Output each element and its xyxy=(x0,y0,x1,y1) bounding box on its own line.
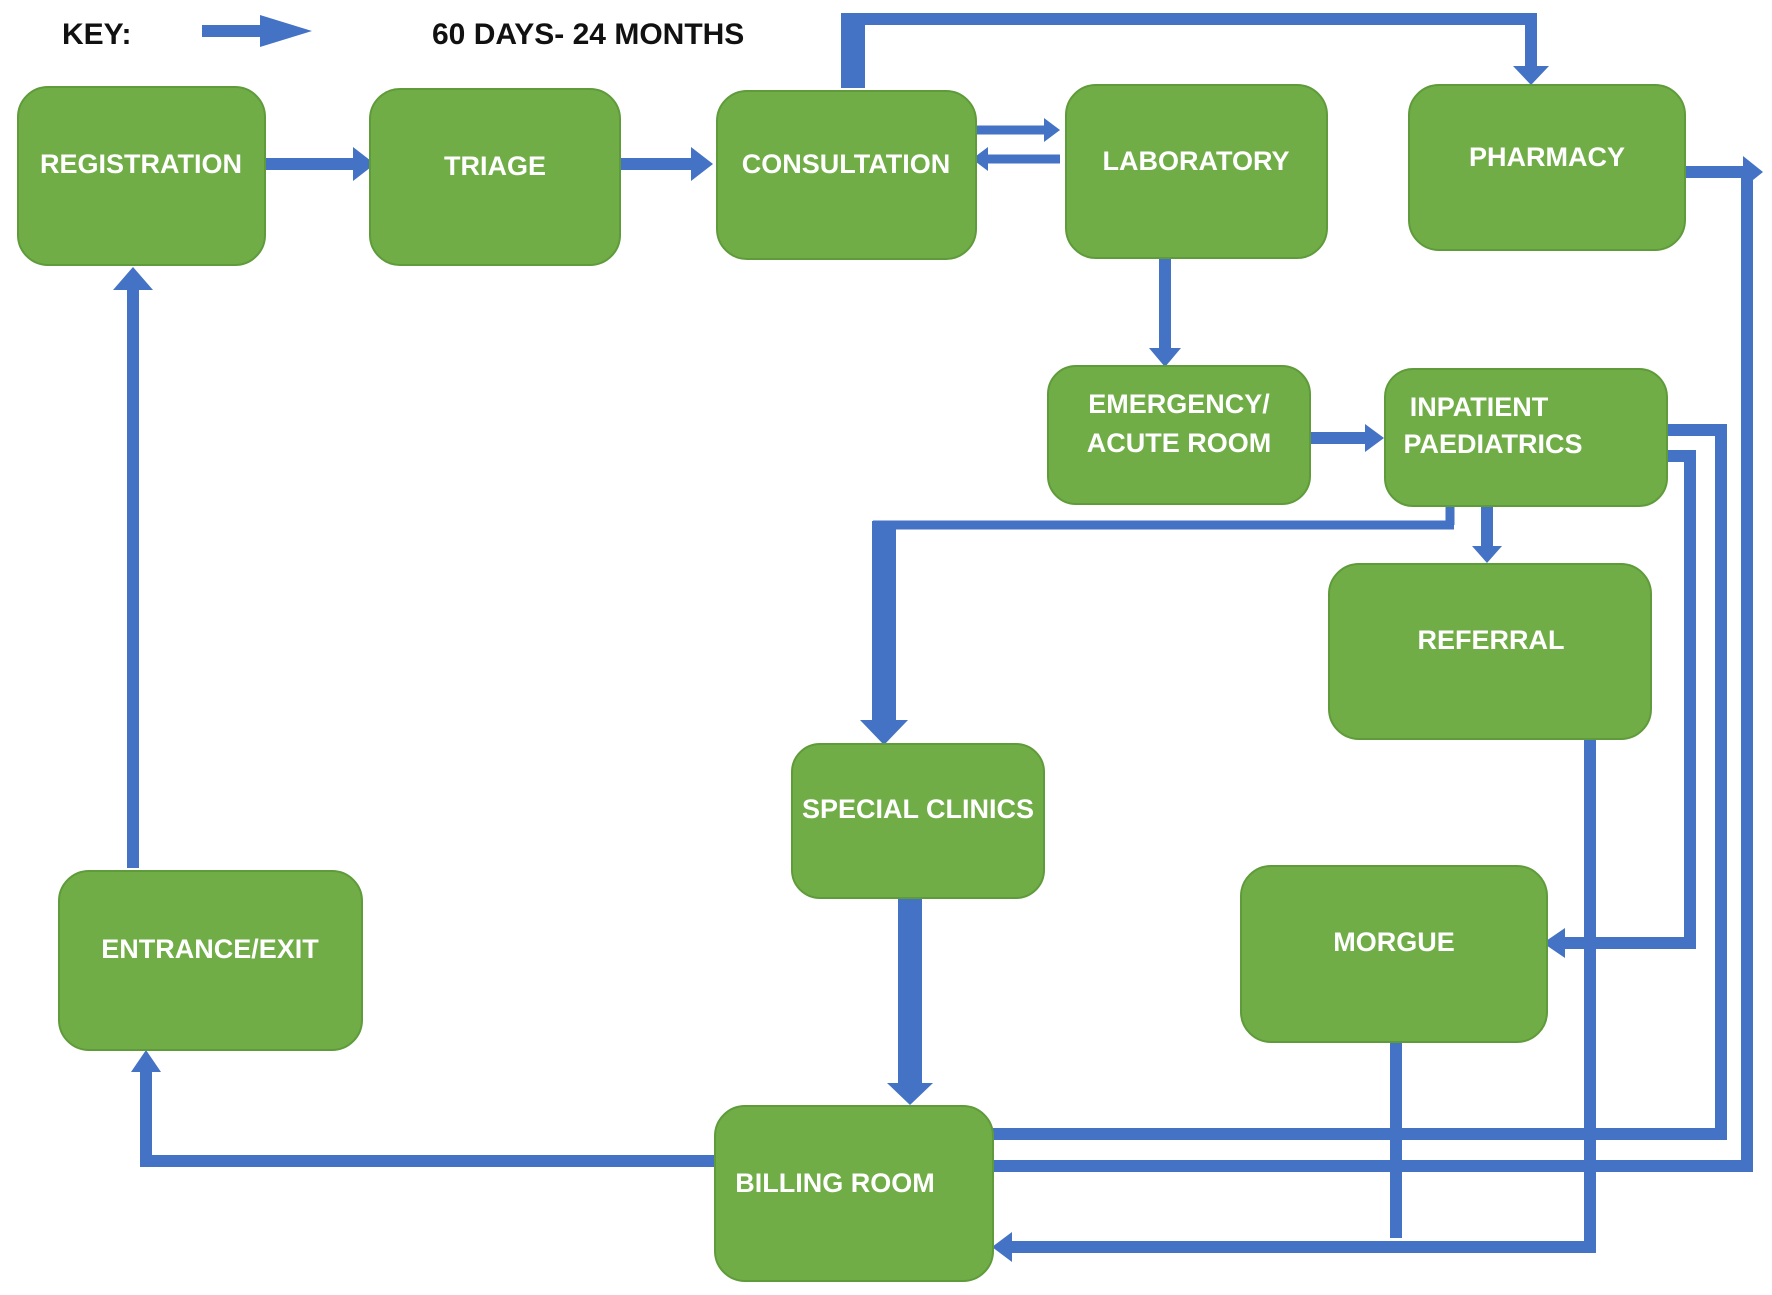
node-emergency-label-line2: ACUTE ROOM xyxy=(1087,428,1272,458)
arrow-consultation-to-pharmacy xyxy=(841,13,1549,88)
node-triage-label: TRIAGE xyxy=(444,151,546,181)
key-legend: KEY: 60 DAYS- 24 MONTHS xyxy=(62,15,744,51)
key-label: KEY: xyxy=(62,18,131,51)
arrow-billing-to-entrance xyxy=(131,1050,715,1167)
arrow-inpatient-to-referral xyxy=(1472,506,1502,563)
arrow-pharmacy-to-billing xyxy=(992,156,1763,1172)
node-special-clinics: SPECIAL CLINICS xyxy=(791,743,1045,899)
flow-connectors xyxy=(113,13,1763,1262)
arrow-referral-to-billing xyxy=(992,738,1596,1262)
arrow-special-clinics-to-billing xyxy=(887,895,933,1105)
key-duration-text: 60 DAYS- 24 MONTHS xyxy=(432,18,744,51)
node-laboratory-label: LABORATORY xyxy=(1103,146,1290,176)
arrow-laboratory-to-emergency xyxy=(1149,258,1181,367)
node-consultation: CONSULTATION xyxy=(716,90,977,260)
node-billing-room-label: BILLING ROOM xyxy=(735,1168,934,1198)
arrow-inpatient-to-billing xyxy=(992,424,1727,1140)
node-consultation-label: CONSULTATION xyxy=(742,149,950,179)
node-registration-label: REGISTRATION xyxy=(40,149,242,179)
arrow-consultation-to-laboratory xyxy=(970,118,1060,142)
node-billing-room: BILLING ROOM xyxy=(714,1105,994,1282)
arrow-inpatient-to-special-clinics xyxy=(860,504,1455,745)
key-arrow-icon xyxy=(202,15,312,47)
node-emergency-label-line1: EMERGENCY/ xyxy=(1088,389,1270,419)
node-emergency-acute-room: EMERGENCY/ ACUTE ROOM xyxy=(1047,365,1311,505)
node-pharmacy-label: PHARMACY xyxy=(1469,142,1625,172)
node-inpatient-paediatrics: INPATIENT PAEDIATRICS xyxy=(1384,368,1668,507)
node-entrance-exit: ENTRANCE/EXIT xyxy=(58,870,363,1051)
arrow-laboratory-to-consultation xyxy=(972,147,1060,171)
node-laboratory: LABORATORY xyxy=(1065,84,1328,259)
arrow-triage-to-consultation xyxy=(616,147,713,181)
node-inpatient-label-line1: INPATIENT xyxy=(1410,392,1549,422)
node-referral: REFERRAL xyxy=(1328,563,1652,740)
node-referral-label: REFERRAL xyxy=(1418,625,1565,655)
node-entrance-exit-label: ENTRANCE/EXIT xyxy=(101,934,319,964)
node-morgue-label: MORGUE xyxy=(1333,927,1455,957)
arrow-entrance-to-registration xyxy=(113,267,153,868)
arrow-registration-to-triage xyxy=(265,147,375,181)
node-morgue: MORGUE xyxy=(1240,865,1548,1043)
node-inpatient-label-line2: PAEDIATRICS xyxy=(1403,429,1582,459)
node-triage: TRIAGE xyxy=(369,88,621,266)
node-pharmacy: PHARMACY xyxy=(1408,84,1686,251)
arrow-emergency-to-inpatient xyxy=(1306,424,1384,452)
node-registration: REGISTRATION xyxy=(17,86,266,266)
node-special-clinics-label: SPECIAL CLINICS xyxy=(802,794,1034,824)
